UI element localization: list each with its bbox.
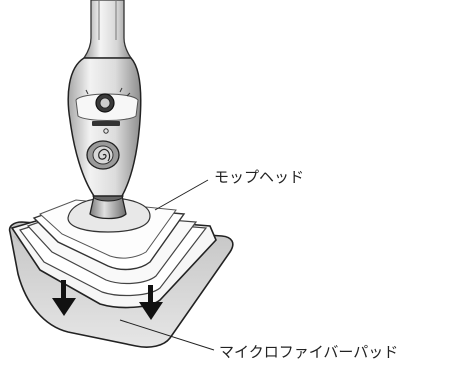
down-arrow-icon: [52, 280, 76, 316]
handle-shaft: [82, 0, 133, 59]
leader-line-mop-head: [154, 179, 209, 211]
microfiber-pad-label: マイクロファイバーパッド: [219, 343, 399, 361]
leader-line-pad: [119, 319, 215, 351]
power-button-icon: [95, 93, 115, 113]
down-arrow-icon: [139, 285, 163, 320]
mop-head-label: モップヘッド: [214, 168, 305, 186]
spiral-dial-icon: [86, 140, 120, 170]
mop-head: [10, 197, 217, 309]
mop-body: [67, 57, 142, 197]
